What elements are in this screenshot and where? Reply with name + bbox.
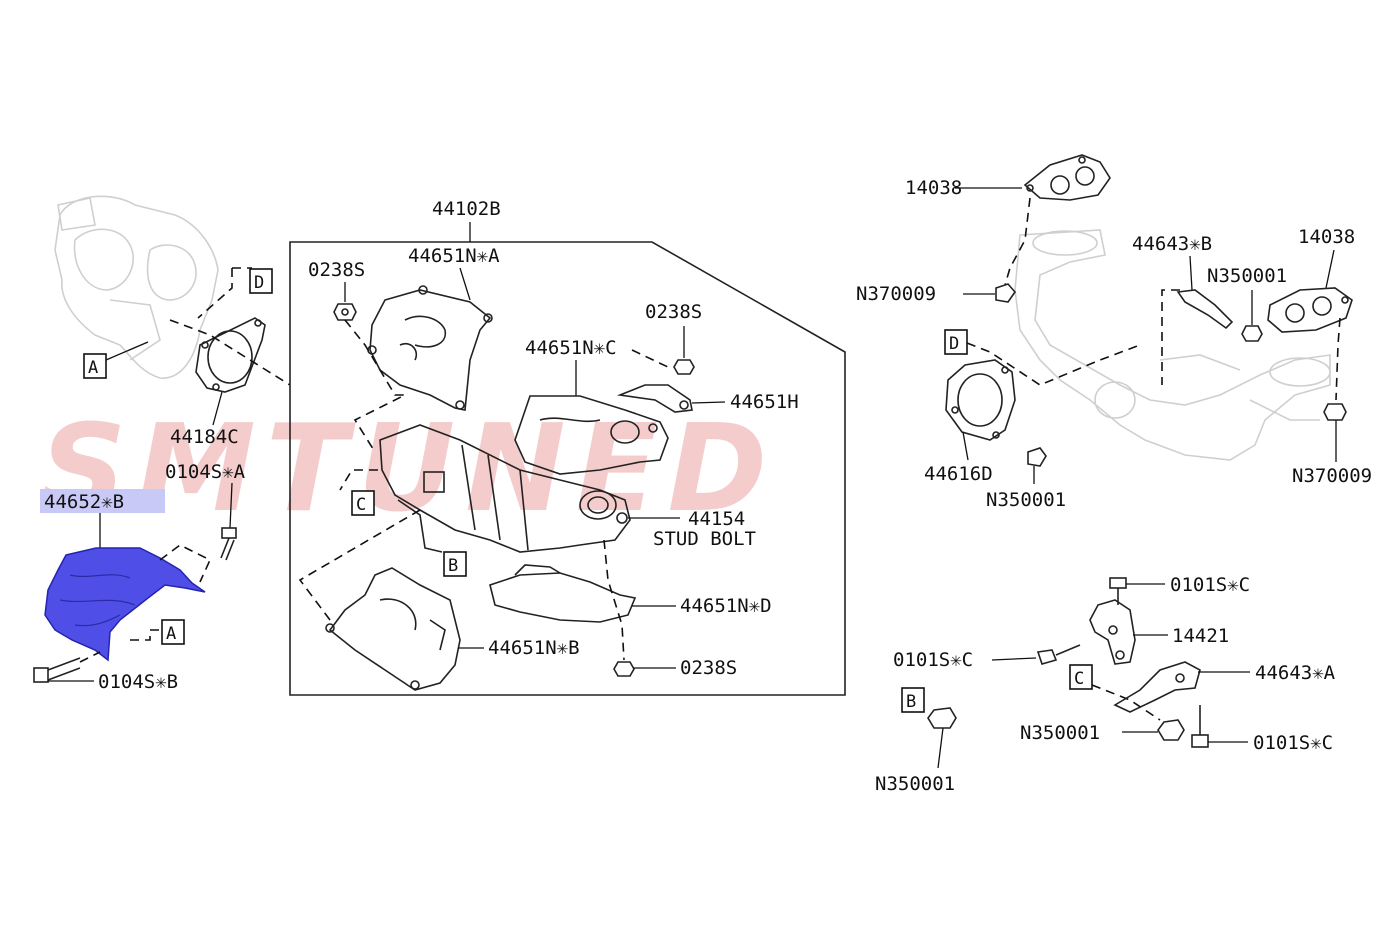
label-0101s-c-top: 0101S✳C	[1170, 574, 1250, 596]
ref-marker-b-right: B	[901, 687, 925, 713]
nut-0238s-top-right: 0238S	[645, 301, 702, 375]
ref-marker-d-right: D	[944, 329, 968, 355]
label-0238s-top-right: 0238S	[645, 301, 702, 323]
label-0104s-b: 0104S✳B	[98, 671, 178, 693]
highlight-label-bg	[40, 489, 165, 513]
label-44651h: 44651H	[730, 391, 799, 413]
dashed-link-nut-catalyst	[344, 319, 406, 453]
label-44643-a: 44643✳A	[1255, 662, 1336, 684]
dashed-link-gasket-right	[1335, 317, 1341, 401]
gasket-14038-top: 14038	[905, 154, 1111, 201]
gasket-44184c: 44184C	[170, 317, 266, 448]
label-44651n-b: 44651N✳B	[488, 637, 580, 659]
ref-marker-b-center: B	[443, 551, 467, 577]
dashed-link-top-right-nut	[631, 349, 671, 369]
bolt-0104s-a: 0104S✳A	[165, 461, 246, 561]
dashed-link-bracket-b	[1161, 289, 1180, 385]
dashed-link-c-center	[339, 469, 378, 491]
nut-0238s-bottom: 0238S	[613, 657, 737, 679]
dashed-link-gasket-catalyst	[169, 319, 291, 386]
bolt-0104s-b: 0104S✳B	[33, 651, 178, 693]
label-14421: 14421	[1172, 625, 1229, 647]
bolt-0101s-c-top: 0101S✳C	[1109, 574, 1250, 605]
label-0101s-c-bottom: 0101S✳C	[1253, 732, 1333, 754]
svg-text:C: C	[356, 495, 366, 515]
label-n370009-left: N370009	[856, 283, 936, 305]
label-44184c: 44184C	[170, 426, 239, 448]
ref-marker-d-left: D	[249, 268, 273, 294]
nut-0238s-top-left: 0238S	[308, 259, 365, 321]
label-0238s-top-left: 0238S	[308, 259, 365, 281]
bracket-44651h: 44651H	[616, 384, 799, 413]
label-44643-b: 44643✳B	[1132, 233, 1212, 255]
bracket-14421: 14421	[1089, 599, 1229, 665]
nut-n350001-upper-right: N350001	[1207, 265, 1287, 342]
heat-shield-44652-b: 44652✳B	[40, 489, 206, 662]
dashed-link-d-gasket	[197, 268, 233, 319]
ref-marker-a-lower: A	[161, 619, 185, 645]
label-n350001-mid: N350001	[986, 489, 1066, 511]
nut-n370009-right: N370009	[1292, 403, 1372, 487]
ref-marker-a-left: A	[83, 341, 149, 379]
label-44154: 44154	[688, 508, 745, 530]
svg-text:B: B	[906, 692, 916, 712]
nut-n350001-lower: N350001	[1020, 719, 1185, 744]
svg-text:A: A	[166, 624, 176, 644]
label-n350001-bottom: N350001	[875, 773, 955, 795]
label-14038-left: 14038	[905, 177, 962, 199]
label-n370009-right: N370009	[1292, 465, 1372, 487]
label-stud-bolt: STUD BOLT	[653, 528, 756, 550]
dashed-link-catalyst-shield-b	[298, 509, 421, 621]
label-44651n-a: 44651N✳A	[408, 245, 500, 267]
svg-text:A: A	[88, 358, 98, 378]
label-n350001-upper-right: N350001	[1207, 265, 1287, 287]
bolt-0101s-c-left: 0101S✳C	[893, 644, 1081, 671]
label-44651n-d: 44651N✳D	[680, 595, 772, 617]
dashed-link-shield-a	[130, 629, 160, 641]
watermark: SMTUNED	[40, 400, 777, 539]
label-0101s-c-left: 0101S✳C	[893, 649, 973, 671]
label-44652-b: 44652✳B	[44, 491, 124, 513]
leader-b-center	[397, 499, 443, 553]
svg-text:D: D	[254, 273, 264, 293]
turbocharger-ghost	[54, 195, 219, 379]
dashed-link-gasket-top-nut	[1004, 197, 1031, 286]
bracket-44643-a: 44643✳A	[1113, 661, 1336, 713]
ref-marker-c-center: C	[351, 490, 375, 516]
gasket-44616d: 44616D	[924, 359, 1016, 485]
catalytic-converter	[379, 424, 631, 553]
assembly-box-outline	[289, 241, 846, 696]
label-0238s-bottom: 0238S	[680, 657, 737, 679]
nut-n370009-left: N370009	[856, 283, 1017, 305]
shield-44651n-b: 44651N✳B	[325, 567, 580, 691]
label-14038-right: 14038	[1298, 226, 1355, 248]
dashed-link-d-right	[966, 342, 1141, 386]
dashed-link-c-right	[1091, 684, 1161, 721]
shield-44651n-a: 44651N✳A	[367, 245, 500, 411]
bolt-0101s-c-bottom: 0101S✳C	[1191, 705, 1333, 754]
bracket-44643-b: 44643✳B	[1132, 233, 1234, 330]
stud-bolt-44154: 44154 STUD BOLT	[628, 508, 756, 550]
ref-marker-c-right: C	[1069, 664, 1093, 690]
label-0104s-a: 0104S✳A	[165, 461, 246, 483]
label-44102b: 44102B	[432, 198, 501, 220]
dashed-link-bottom-nut	[603, 539, 625, 661]
exhaust-manifold-ghost	[1014, 229, 1331, 461]
svg-text:B: B	[448, 556, 458, 576]
svg-text:C: C	[1074, 669, 1084, 689]
svg-text:D: D	[949, 334, 959, 354]
nut-n350001-bottom: N350001	[875, 707, 957, 795]
nut-n350001-mid: N350001	[986, 447, 1066, 511]
label-44616d: 44616D	[924, 463, 993, 485]
gasket-14038-right: 14038	[1267, 226, 1355, 333]
shield-44651n-c: 44651N✳C	[514, 337, 669, 475]
label-n350001-lower: N350001	[1020, 722, 1100, 744]
label-44651n-c: 44651N✳C	[525, 337, 617, 359]
shield-44651n-d: 44651N✳D	[489, 564, 772, 623]
watermark-text: SMTUNED	[40, 400, 777, 539]
